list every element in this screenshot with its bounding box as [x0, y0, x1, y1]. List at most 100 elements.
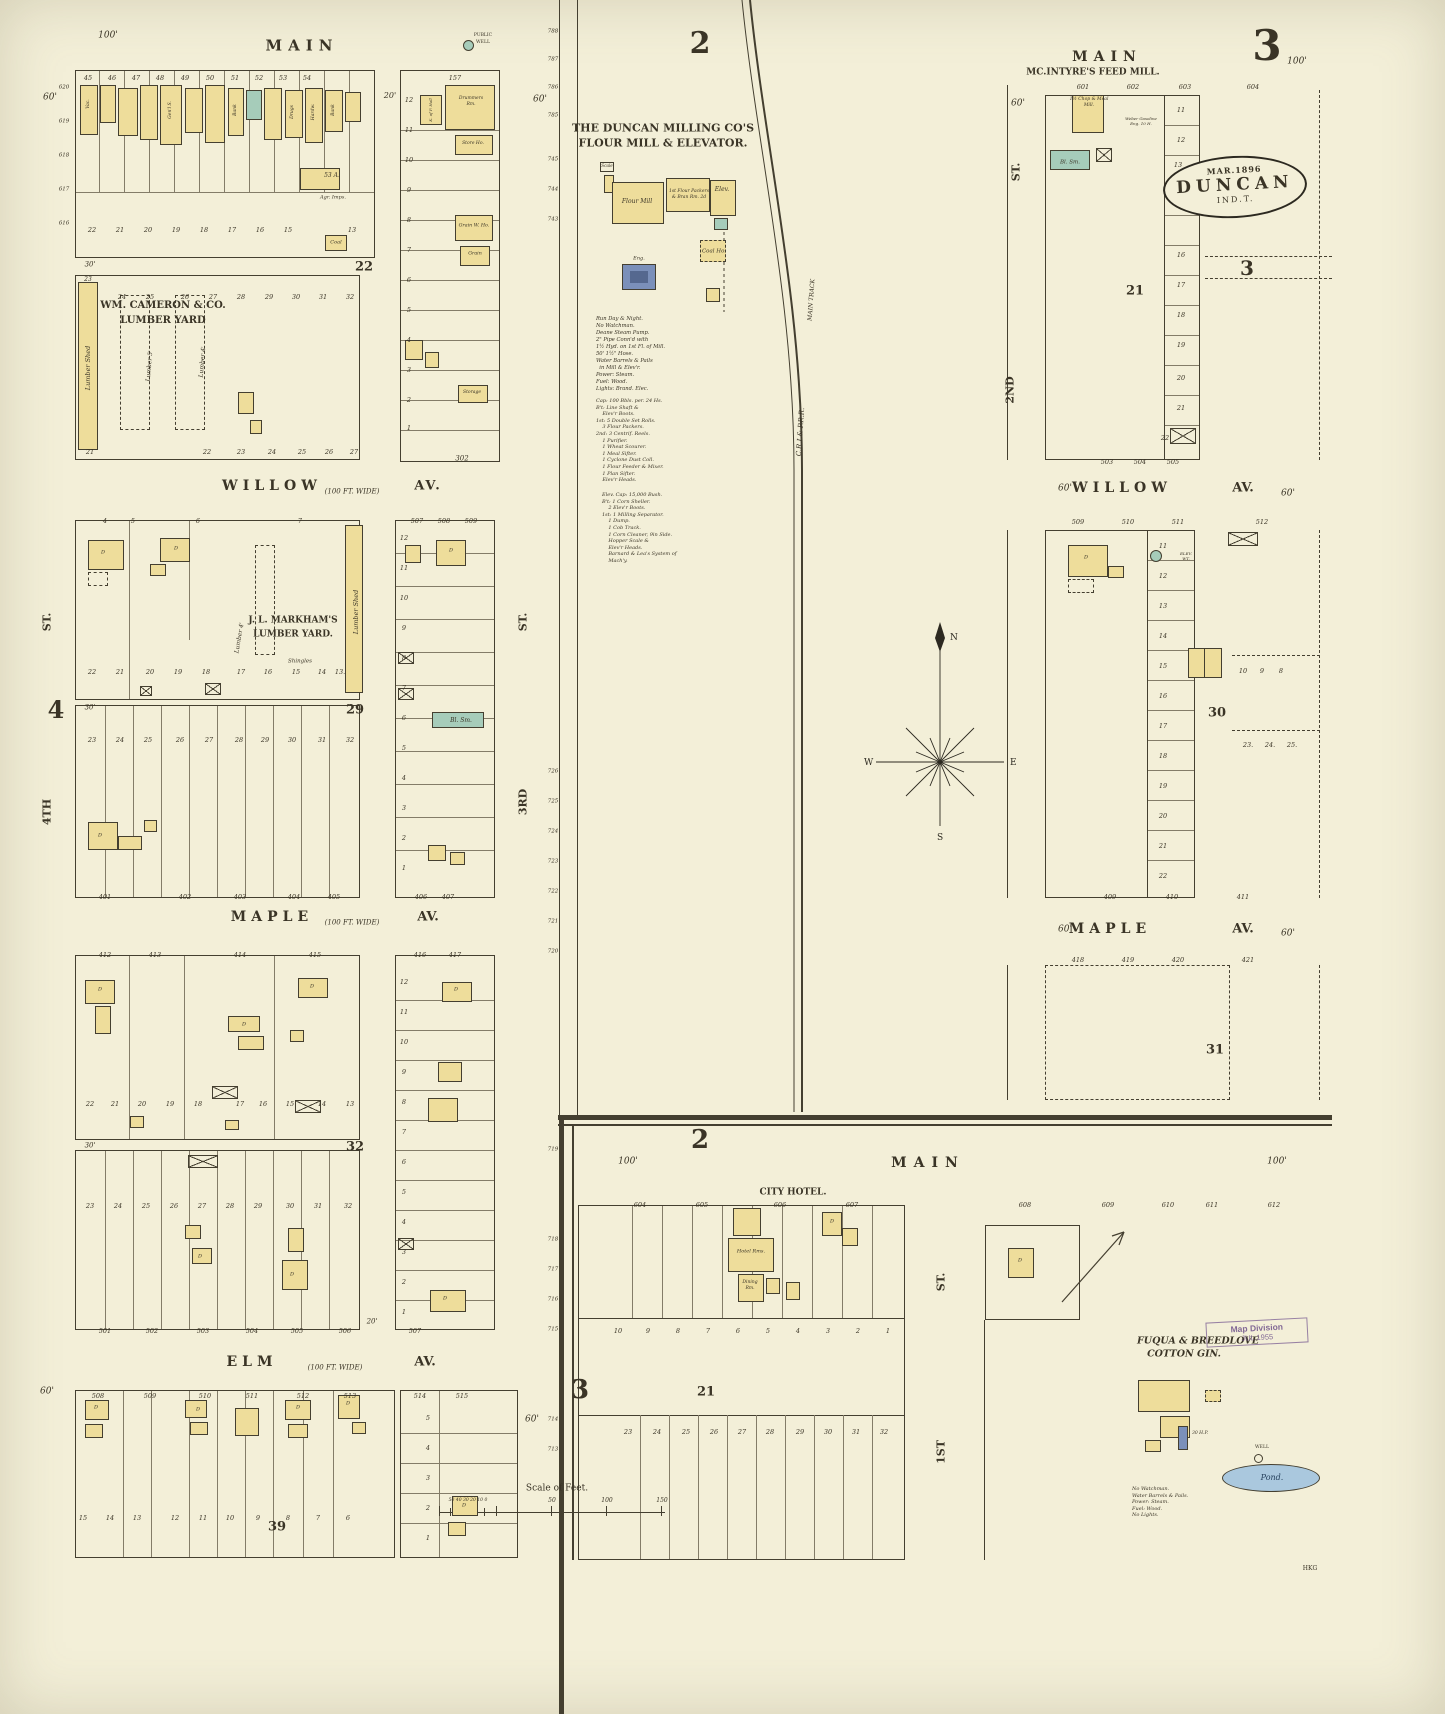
map-label: 22	[1160, 433, 1170, 442]
map-line	[400, 430, 500, 431]
map-label: 50 40 30 20 10 0	[448, 1497, 488, 1503]
building	[285, 1400, 311, 1420]
map-label: 23	[85, 1201, 95, 1210]
map-line	[395, 1030, 495, 1031]
map-label: 21	[115, 667, 125, 676]
map-label: 25	[145, 292, 155, 301]
map-label: 1½ Chop & Meal	[1069, 96, 1109, 102]
building	[298, 978, 328, 998]
map-line	[1165, 425, 1200, 426]
building	[842, 1228, 858, 1246]
map-line	[1165, 275, 1200, 276]
map-label: Bl. Sm.	[450, 717, 472, 724]
map-label: 23.	[1242, 740, 1254, 749]
map-label: 718	[547, 1236, 559, 1243]
map-label: 421	[1241, 955, 1255, 964]
map-label: 605	[695, 1200, 709, 1209]
map-label: Agr. Imps.	[320, 194, 346, 201]
map-label: 24	[115, 735, 125, 744]
map-label: 602	[1126, 82, 1140, 91]
map-label: D	[97, 986, 103, 993]
map-label: 47	[131, 73, 141, 82]
map-label: 28	[765, 1427, 775, 1436]
block-outline	[395, 520, 495, 898]
map-label: 612	[1267, 1200, 1281, 1209]
map-label: 415	[308, 950, 322, 959]
map-label: 13	[1158, 601, 1168, 610]
building	[345, 525, 363, 693]
map-label: 52	[254, 73, 264, 82]
map-label: 28	[236, 292, 246, 301]
map-label: (100 FT. WIDE)	[307, 1363, 363, 1372]
building	[1068, 545, 1108, 577]
building	[228, 1016, 260, 1032]
map-label: Flour Mill	[621, 198, 653, 205]
map-label: ST.	[1009, 162, 1023, 182]
building	[436, 540, 466, 566]
building	[140, 85, 158, 140]
map-label: 4	[102, 516, 108, 525]
map-line	[400, 370, 500, 371]
map-label: 100'	[1287, 56, 1307, 67]
building	[463, 40, 474, 51]
block-outline	[175, 295, 205, 430]
map-label: 3	[401, 1247, 407, 1256]
map-label: 788	[547, 28, 559, 35]
map-label: 26	[324, 447, 334, 456]
building	[325, 235, 347, 251]
map-label: 53 A.	[324, 172, 340, 179]
map-label: D	[195, 1406, 201, 1413]
map-label: ELEV.	[1180, 551, 1192, 556]
map-label: 21	[115, 225, 125, 234]
block-outline	[75, 705, 360, 898]
map-label: 7	[705, 1326, 711, 1335]
map-label: 720	[547, 948, 559, 955]
building	[160, 85, 182, 145]
compass-w-label: W	[864, 758, 874, 768]
map-label: 18	[1158, 751, 1168, 760]
map-label: 7	[315, 1513, 321, 1522]
map-label: 31	[317, 735, 327, 744]
map-label: WILLOW	[222, 478, 322, 494]
map-label: 3	[570, 1375, 590, 1405]
map-label: 32	[345, 735, 355, 744]
map-label: 6	[401, 713, 407, 722]
map-label: 515	[455, 1391, 469, 1400]
map-line	[395, 1180, 495, 1181]
map-label: Eng. 10 H.	[1130, 121, 1152, 126]
map-label: 4	[406, 335, 412, 344]
map-label: 26	[180, 292, 190, 301]
map-label: Lumber Shed	[83, 345, 92, 391]
building	[250, 420, 262, 434]
map-label: 14	[317, 1099, 327, 1108]
block-outline	[395, 955, 495, 1330]
building	[290, 1030, 304, 1042]
map-label: (100 FT. WIDE)	[324, 918, 380, 927]
map-label: 22	[87, 225, 97, 234]
map-label: 51	[230, 73, 240, 82]
building	[282, 1260, 308, 1290]
map-line	[1205, 256, 1332, 257]
map-label: 21	[110, 1099, 120, 1108]
map-label: 506	[338, 1326, 352, 1335]
building	[300, 168, 340, 190]
map-label: 12	[404, 95, 414, 104]
building	[438, 1062, 462, 1082]
building	[1008, 1248, 1034, 1278]
map-label: 27	[197, 1201, 207, 1210]
map-label: 21	[1125, 283, 1145, 299]
map-label: CITY HOTEL.	[759, 1187, 827, 1198]
map-line	[1165, 155, 1200, 156]
building	[238, 392, 254, 414]
map-label: 25	[681, 1427, 691, 1436]
map-label: 618	[58, 152, 70, 159]
map-label: 21	[1176, 403, 1186, 412]
map-label: 20	[1176, 373, 1186, 382]
map-label: 11	[1176, 105, 1186, 114]
map-label: ST.	[516, 612, 530, 632]
map-label: 8	[406, 215, 412, 224]
building	[185, 1400, 207, 1418]
block-outline	[1228, 532, 1258, 546]
map-label: Pond.	[1260, 1473, 1284, 1482]
